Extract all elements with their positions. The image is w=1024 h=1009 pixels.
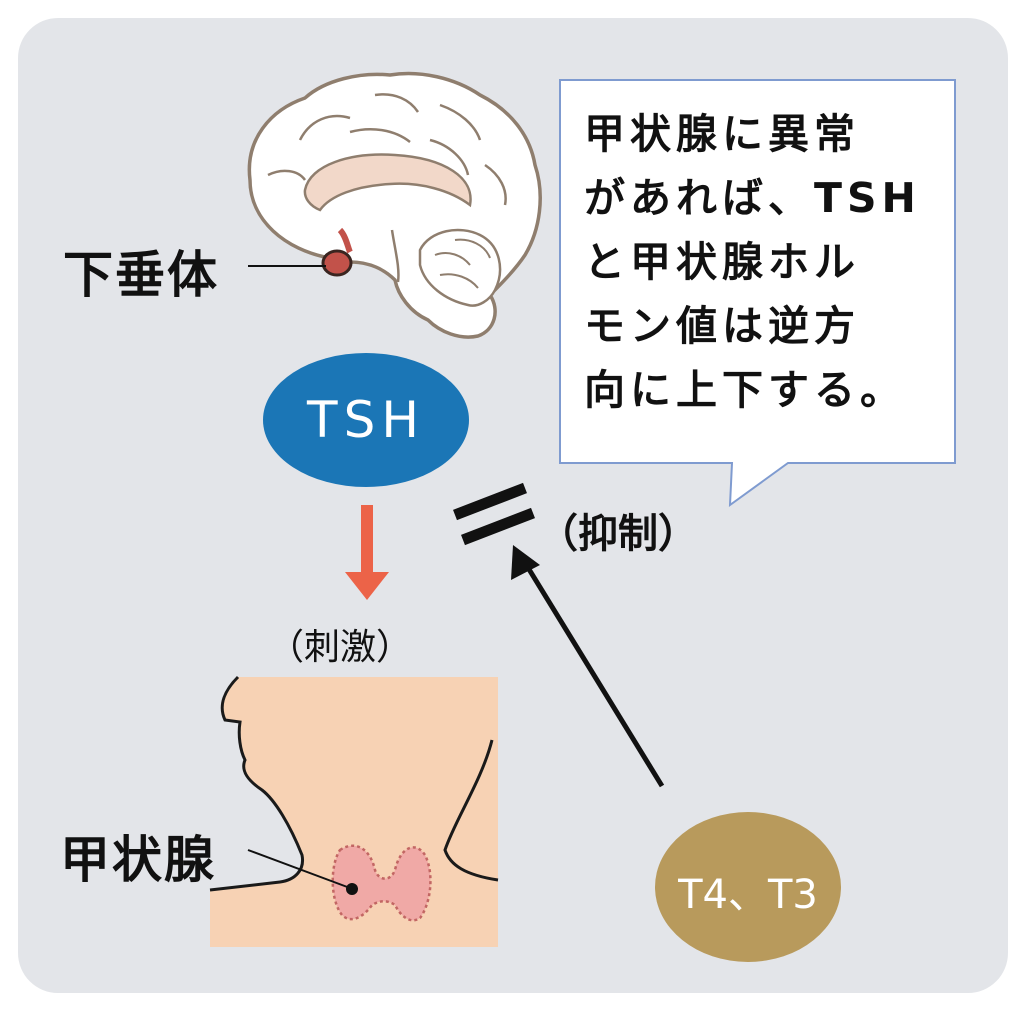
stimulation-label: （刺激） <box>268 627 413 668</box>
pituitary-stalk <box>337 227 353 254</box>
brain-illustration <box>247 71 542 339</box>
pituitary-gland <box>321 249 353 277</box>
thyroid-leader-dot <box>346 883 358 895</box>
tsh-label: TSH <box>307 391 425 449</box>
t4t3-ellipse <box>655 812 841 962</box>
feedback-arrow <box>511 545 665 788</box>
callout-line: 甲状腺に異常 <box>584 110 860 158</box>
callout-line: があれば、TSH <box>584 174 921 222</box>
suppression-mark <box>453 482 535 546</box>
pituitary-label: 下垂体 <box>63 246 219 304</box>
thyroid-leader-line <box>247 849 351 889</box>
suppression-label: （抑制） <box>538 511 698 557</box>
thyroid-label: 甲状腺 <box>60 831 216 889</box>
thyroid-gland <box>331 844 432 922</box>
callout-line: と甲状腺ホル <box>584 238 860 286</box>
callout-box <box>559 79 956 508</box>
tsh-ellipse <box>263 353 469 487</box>
callout-line: モン値は逆方 <box>584 302 860 350</box>
stimulation-arrow <box>345 505 389 600</box>
callout-text: 甲状腺に異常 があれば、TSH と甲状腺ホル モン値は逆方 向に上下する。 <box>584 102 930 422</box>
t4t3-label: T4、T3 <box>678 872 818 918</box>
callout-line: 向に上下する。 <box>584 366 906 414</box>
